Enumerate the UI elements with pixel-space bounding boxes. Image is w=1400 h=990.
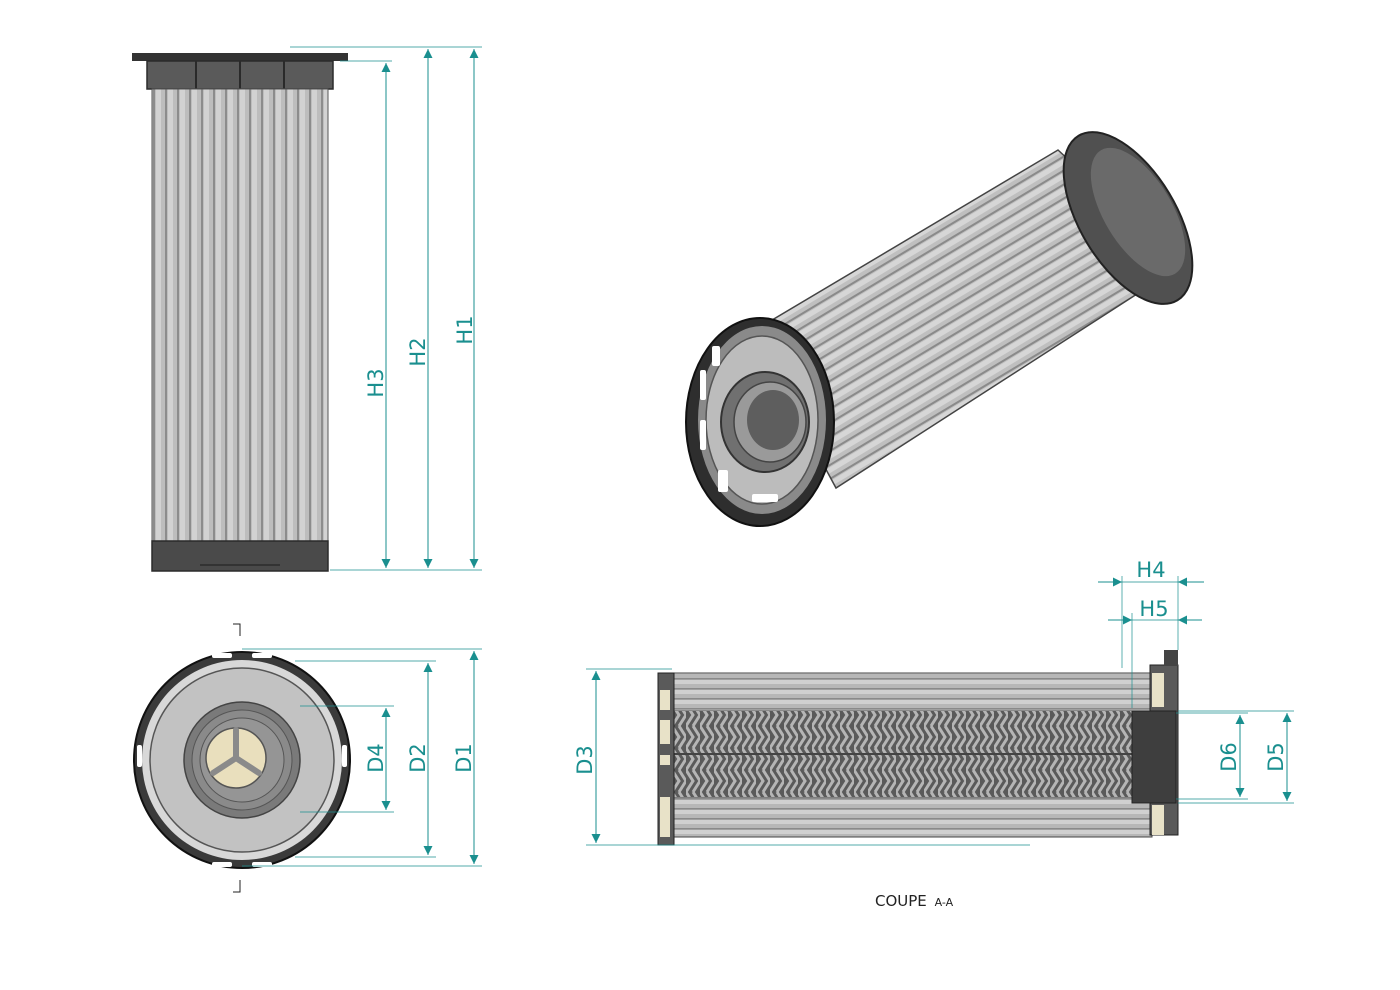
section-outer-media-bottom (671, 796, 1153, 838)
end-rim-slots (137, 653, 347, 867)
bottom-cap (151, 540, 329, 572)
dim-label-h3: H3 (364, 368, 388, 397)
dim-label-d5: D5 (1264, 742, 1288, 772)
extension-lines-front (290, 46, 482, 571)
dim-label-h4: H4 (1136, 558, 1165, 582)
dimension-d5: D5 (1264, 713, 1292, 801)
section-outlet (1131, 710, 1177, 804)
section-view (657, 650, 1179, 846)
top-flange (132, 53, 348, 61)
section-caption-suffix: A-A (935, 896, 954, 909)
dimension-d6: D6 (1217, 715, 1245, 797)
dim-label-d4: D4 (364, 743, 388, 773)
dim-label-h1: H1 (453, 315, 477, 344)
dimension-d2: D2 (406, 663, 433, 855)
section-outer-media-top (671, 672, 1153, 712)
dimension-d1: D1 (452, 651, 479, 864)
dim-label-d2: D2 (406, 743, 430, 773)
dimension-d3: D3 (573, 671, 601, 843)
dimension-h4: H4 (1098, 558, 1204, 587)
iso-flange-slots (700, 346, 778, 502)
end-view (133, 623, 351, 893)
dim-label-d6: D6 (1217, 742, 1241, 772)
dimension-h3: H3 (364, 63, 391, 568)
extension-lines-section (586, 576, 1294, 846)
dimension-h5: H5 (1108, 597, 1202, 625)
svg-text:COUPE A-A: COUPE A-A (875, 892, 954, 910)
section-caption: COUPE A-A (875, 892, 954, 910)
dimension-h1: H1 (453, 49, 479, 568)
dim-label-d3: D3 (573, 745, 597, 775)
dimension-d4: D4 (364, 708, 391, 810)
dim-label-h5: H5 (1139, 597, 1168, 621)
dim-label-h2: H2 (406, 337, 430, 366)
pleated-media (151, 88, 329, 542)
section-caption-word: COUPE (875, 892, 927, 910)
dimension-h2: H2 (406, 49, 433, 568)
dim-label-d1: D1 (452, 743, 476, 773)
extension-lines-end (242, 648, 482, 867)
front-view (132, 53, 348, 572)
isometric-view (685, 131, 1194, 527)
